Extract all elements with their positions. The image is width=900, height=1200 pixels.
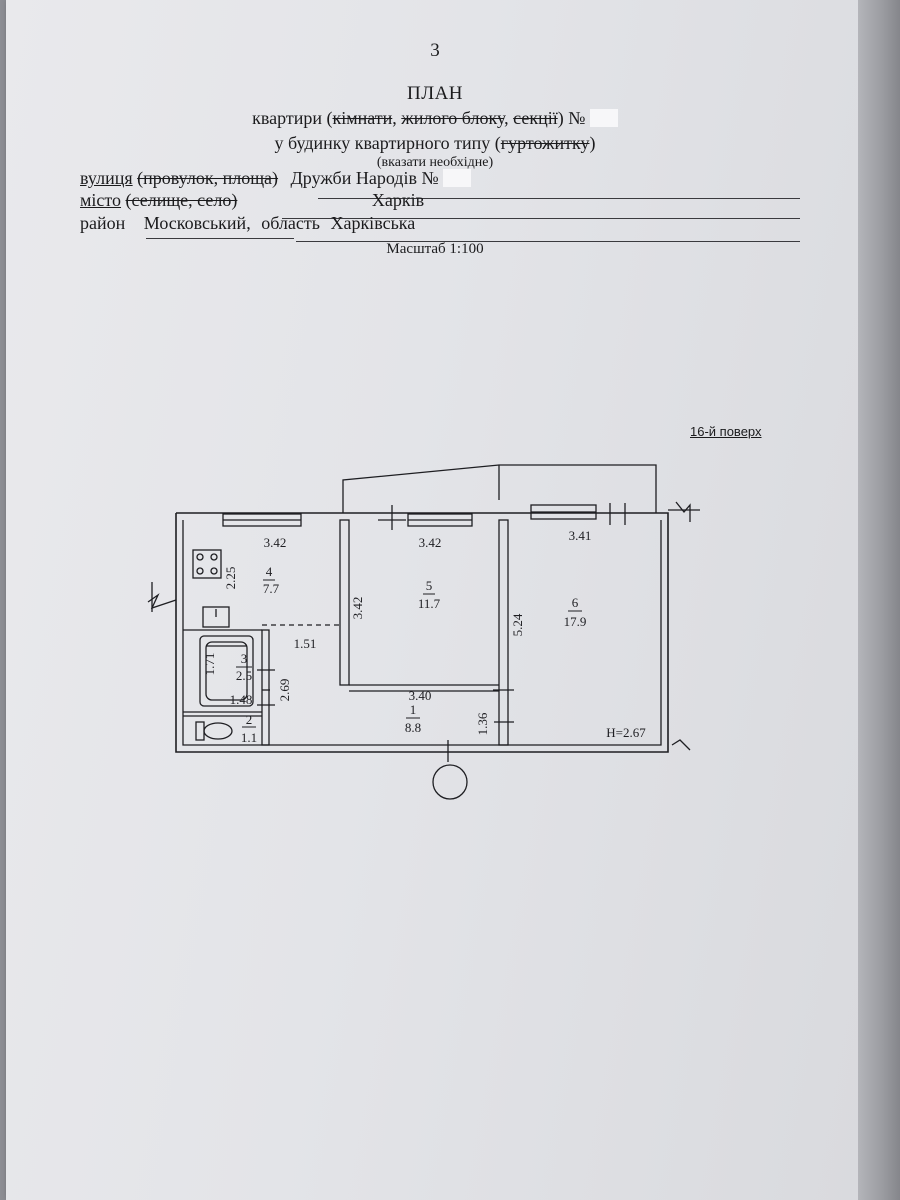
district-underline xyxy=(146,238,294,239)
apartment-line-suffix: ) № xyxy=(557,108,586,128)
region-label: область xyxy=(261,213,320,233)
room-2-number: 2 xyxy=(246,712,253,727)
street-underline xyxy=(318,198,800,199)
fraction-lines xyxy=(236,579,582,728)
apartment-line: квартири (кімнати, жилого блоку, секції)… xyxy=(0,108,870,129)
ceiling-height: H=2.67 xyxy=(606,725,646,740)
city-underline xyxy=(282,218,800,219)
dim-room5-width: 3.42 xyxy=(419,535,442,550)
street-value: Дружби Народів № xyxy=(290,168,439,188)
entrance-circle xyxy=(432,764,468,800)
room-3-number: 3 xyxy=(241,651,248,666)
city-row: місто (селище, село) Харків xyxy=(80,190,424,211)
room-6-number: 6 xyxy=(572,595,579,610)
outer-walls xyxy=(175,512,669,753)
plan-labels: 4 7.7 5 11.7 6 17.9 3 2.5 2 1.1 1 8.8 3.… xyxy=(202,528,646,745)
floor-label: 16-й поверх xyxy=(690,424,762,439)
street-row: вулиця (провулок, площа) Дружби Народів … xyxy=(80,168,472,189)
page-number: 3 xyxy=(430,40,440,61)
bathtub xyxy=(199,635,254,707)
struck-dormitory: гуртожитку xyxy=(500,133,590,153)
city-struck-options: (селище, село) xyxy=(125,190,238,210)
room-5-area: 11.7 xyxy=(418,596,441,611)
dim-room6-depth: 5.24 xyxy=(510,613,525,636)
city-value: Харків xyxy=(371,190,425,210)
street-label: вулиця xyxy=(80,168,133,188)
dim-bath-width: 1.48 xyxy=(230,692,253,707)
struck-section: секції xyxy=(513,108,558,128)
scale-label: Масштаб 1:100 xyxy=(386,241,484,257)
hint-text: (вказати необхідне) xyxy=(376,155,494,170)
apartment-line-prefix: квартири ( xyxy=(252,108,333,128)
document-title: ПЛАН xyxy=(406,83,464,104)
room-4-area: 7.7 xyxy=(263,581,280,596)
redacted-house-number xyxy=(443,169,472,187)
region-value: Харківська xyxy=(330,213,416,233)
interior-walls xyxy=(183,519,509,746)
dim-corridor-depth: 1.36 xyxy=(475,712,490,735)
page-stack-edge xyxy=(858,0,900,1200)
building-type-suffix: ) xyxy=(589,133,596,153)
dim-room6-width: 3.41 xyxy=(569,528,592,543)
dim-hall-width: 1.51 xyxy=(294,636,317,651)
toilet xyxy=(195,721,233,741)
room-2-area: 1.1 xyxy=(241,730,257,745)
balcony xyxy=(342,464,657,513)
redacted-number xyxy=(589,109,618,127)
dim-room5-depth: 3.42 xyxy=(350,597,365,620)
riser-symbols xyxy=(147,501,700,751)
room-6-area: 17.9 xyxy=(564,614,587,629)
struck-block: жилого блоку xyxy=(401,108,505,128)
room-1-area: 8.8 xyxy=(405,720,421,735)
dim-bath-depth: 1.71 xyxy=(202,653,217,676)
separator: , xyxy=(504,108,514,128)
dim-kitchen-depth: 2.25 xyxy=(223,567,238,590)
struck-room: кімнати xyxy=(332,108,393,128)
room-1-number: 1 xyxy=(410,702,417,717)
region-underline xyxy=(296,241,800,242)
building-type-prefix: у будинку квартирного типу ( xyxy=(274,133,501,153)
dim-kitchen-width: 3.42 xyxy=(264,535,287,550)
district-label: район xyxy=(80,213,126,233)
door-marks xyxy=(257,503,626,762)
windows xyxy=(222,504,597,527)
dim-bath-hall-depth: 2.69 xyxy=(277,679,292,702)
room-4-number: 4 xyxy=(266,564,273,579)
building-type-line: у будинку квартирного типу (гуртожитку) xyxy=(0,133,870,154)
room-3-area: 2.5 xyxy=(236,668,252,683)
separator: , xyxy=(392,108,402,128)
sink xyxy=(202,606,230,628)
district-value: Московський, xyxy=(143,213,251,233)
dim-corridor-width: 3.40 xyxy=(409,688,432,703)
room-5-number: 5 xyxy=(426,578,433,593)
district-row: район Московський, область Харківська xyxy=(80,213,415,234)
document-sheet xyxy=(6,0,858,1200)
street-struck-options: (провулок, площа) xyxy=(137,168,279,188)
city-label: місто xyxy=(80,190,122,210)
stove xyxy=(192,549,222,579)
